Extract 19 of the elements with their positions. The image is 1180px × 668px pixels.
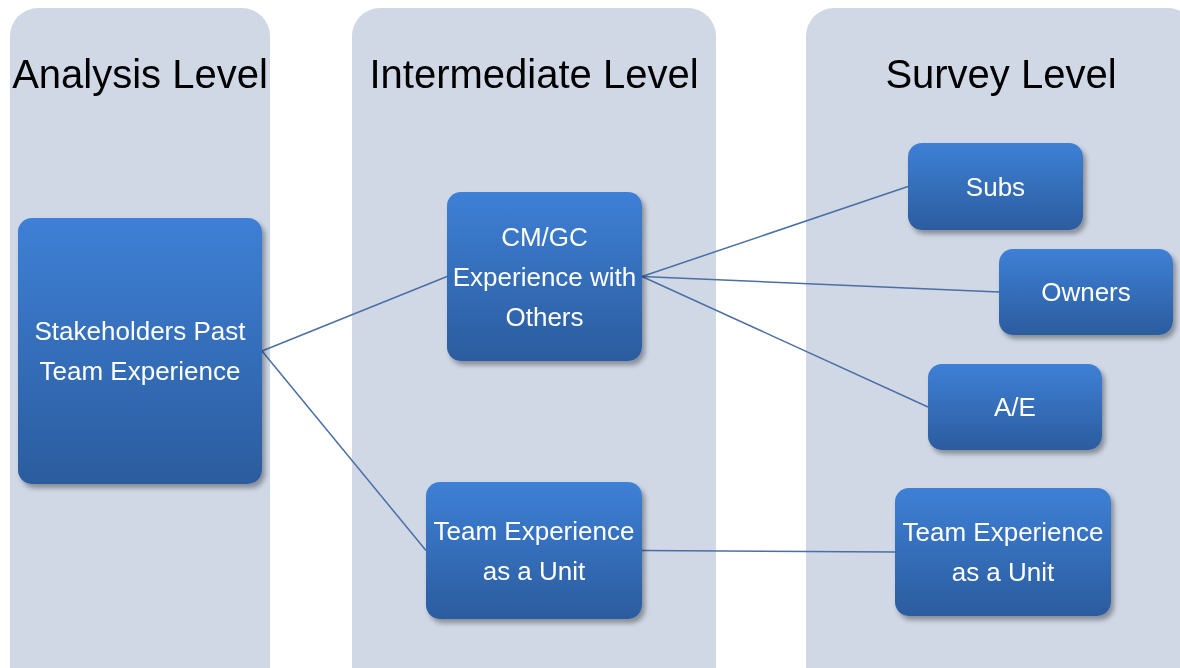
process-box: Team Experience as a Unit [895, 488, 1111, 616]
connector-line [261, 350, 427, 552]
process-box: A/E [928, 364, 1102, 450]
connector-line [641, 275, 1000, 293]
column-title: Analysis Level [11, 51, 269, 98]
column-panel [352, 8, 716, 668]
column-panel [806, 8, 1180, 668]
process-box: Subs [908, 143, 1083, 230]
process-box: CM/GC Experience with Others [447, 192, 642, 361]
connector-line [641, 549, 896, 553]
column-panel [10, 8, 270, 668]
connector-line [641, 275, 929, 408]
column-title: Intermediate Level [368, 51, 700, 98]
column-title: Survey Level [884, 51, 1118, 98]
process-box: Team Experience as a Unit [426, 482, 642, 619]
connector-line [261, 275, 448, 352]
connector-line [641, 185, 909, 278]
process-box: Stakeholders Past Team Experience [18, 218, 262, 484]
process-box: Owners [999, 249, 1173, 335]
